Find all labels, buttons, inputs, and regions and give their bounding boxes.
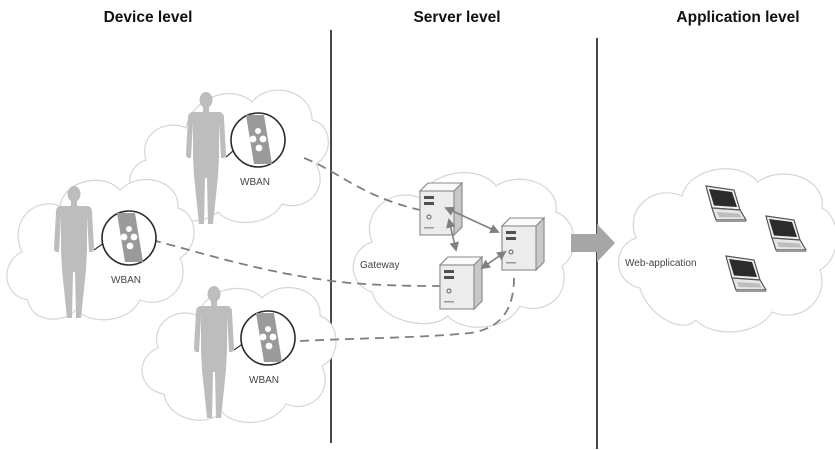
server-tower-icon: [419, 182, 463, 236]
server-link-arrow: [444, 206, 500, 234]
wban-link-bottom: [299, 271, 515, 342]
application-level-heading: Application level: [676, 9, 799, 26]
gateway-label: Gateway: [360, 260, 399, 271]
wearable-sensor-icon: [230, 112, 286, 168]
server-tower-icon: [439, 256, 483, 310]
wban-cloud-middle: [6, 179, 195, 321]
gateway-cloud: [352, 172, 575, 328]
flow-arrow-icon: [571, 224, 615, 262]
wban-label-top: WBAN: [240, 177, 270, 188]
server-level-heading: Server level: [413, 9, 500, 26]
server-link-arrow: [446, 218, 459, 252]
wban-label-bottom: WBAN: [249, 375, 279, 386]
web-application-label: Web-application: [625, 258, 697, 269]
server-tower-icon: [501, 217, 545, 271]
wearable-sensor-icon: [101, 210, 157, 266]
wban-link-top: [303, 157, 421, 211]
device-level-heading: Device level: [104, 9, 193, 26]
wearable-sensor-icon: [240, 310, 296, 366]
wban-cloud-bottom: [141, 287, 337, 424]
web-application-cloud: [617, 168, 835, 333]
wban-link-middle: [151, 239, 443, 287]
server-link-arrow: [480, 250, 507, 270]
wban-label-middle: WBAN: [111, 275, 141, 286]
